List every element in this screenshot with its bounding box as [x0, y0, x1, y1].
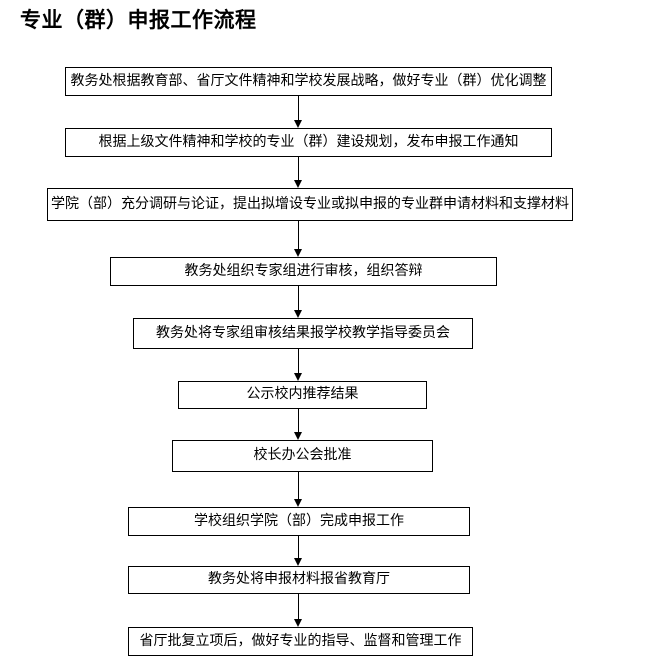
flow-step-4-label: 教务处组织专家组进行审核，组织答辩: [184, 263, 423, 279]
flow-arrow-2: [294, 157, 303, 188]
page-title: 专业（群）申报工作流程: [20, 8, 257, 32]
flow-step-9: 教务处将申报材料报省教育厅: [128, 566, 470, 594]
flow-step-9-label: 教务处将申报材料报省教育厅: [208, 572, 390, 587]
arrow-shaft: [298, 157, 299, 181]
flow-step-2-label: 根据上级文件精神和学校的专业（群）建设规划，发布申报工作通知: [98, 134, 519, 150]
flow-step-3-label: 学院（部）充分调研与论证，提出拟增设专业或拟申报的专业群申请材料和支撑材料: [51, 196, 569, 212]
flow-arrow-7: [294, 472, 303, 507]
arrow-shaft: [298, 221, 299, 250]
flow-arrow-5: [294, 349, 303, 381]
flow-step-10-label: 省厅批复立项后，做好专业的指导、监督和管理工作: [139, 633, 462, 649]
flow-step-8: 学校组织学院（部）完成申报工作: [128, 507, 470, 536]
flow-step-8-label: 学校组织学院（部）完成申报工作: [194, 513, 404, 529]
arrow-down-icon: [294, 499, 302, 507]
flow-step-1-label: 教务处根据教育部、省厅文件精神和学校发展战略，做好专业（群）优化调整: [70, 73, 547, 89]
arrow-down-icon: [294, 120, 302, 128]
flow-step-4: 教务处组织专家组进行审核，组织答辩: [110, 257, 497, 286]
flow-step-7: 校长办公会批准: [172, 440, 433, 472]
flow-arrow-4: [294, 286, 303, 318]
arrow-shaft: [298, 286, 299, 311]
flow-step-1: 教务处根据教育部、省厅文件精神和学校发展战略，做好专业（群）优化调整: [65, 67, 552, 96]
arrow-down-icon: [294, 180, 302, 188]
arrow-down-icon: [294, 558, 302, 566]
flow-step-5: 教务处将专家组审核结果报学校教学指导委员会: [133, 318, 473, 349]
flow-arrow-3: [294, 221, 303, 257]
flow-arrow-6: [294, 409, 303, 440]
flow-step-7-label: 校长办公会批准: [253, 448, 352, 463]
arrow-down-icon: [294, 249, 302, 257]
arrow-shaft: [298, 409, 299, 433]
flow-step-6: 公示校内推荐结果: [178, 381, 427, 409]
flow-arrow-1: [294, 96, 303, 128]
arrow-down-icon: [294, 432, 302, 440]
arrow-shaft: [298, 349, 299, 374]
flow-step-6-label: 公示校内推荐结果: [246, 387, 359, 402]
flow-arrow-8: [294, 536, 303, 566]
flow-step-5-label: 教务处将专家组审核结果报学校教学指导委员会: [156, 325, 450, 341]
arrow-shaft: [298, 594, 299, 620]
arrow-shaft: [298, 96, 299, 121]
arrow-shaft: [298, 472, 299, 500]
flow-step-2: 根据上级文件精神和学校的专业（群）建设规划，发布申报工作通知: [65, 128, 552, 157]
arrow-shaft: [298, 536, 299, 559]
flow-step-3: 学院（部）充分调研与论证，提出拟增设专业或拟申报的专业群申请材料和支撑材料: [47, 188, 573, 221]
arrow-down-icon: [294, 619, 302, 627]
flow-step-10: 省厅批复立项后，做好专业的指导、监督和管理工作: [128, 627, 473, 656]
arrow-down-icon: [294, 373, 302, 381]
arrow-down-icon: [294, 310, 302, 318]
flow-arrow-9: [294, 594, 303, 627]
